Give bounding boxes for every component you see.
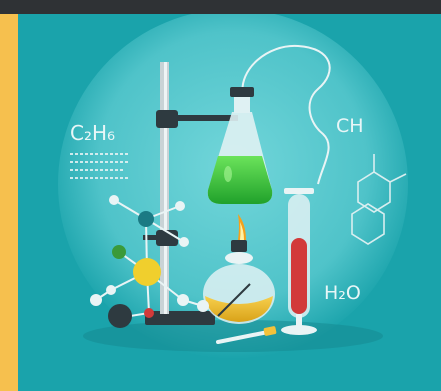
chemistry-lab-illustration: C₂H₆ CH H₂O	[18, 14, 441, 391]
formula-c2h6: C₂H₆	[70, 121, 115, 145]
conical-flask	[207, 87, 273, 204]
formula-ch: CH	[336, 115, 364, 137]
tubing	[241, 44, 331, 185]
round-flask	[203, 264, 275, 324]
molecule-atoms	[90, 195, 209, 328]
dropper	[216, 326, 277, 344]
top-dark-bar	[0, 0, 441, 14]
formula-h2o: H₂O	[324, 282, 361, 304]
test-tube	[281, 188, 317, 335]
alcohol-burner	[225, 214, 253, 264]
left-yellow-strip	[0, 14, 18, 391]
ring-stand	[143, 62, 238, 325]
note-lines	[70, 153, 130, 179]
benzene-structure-sketch	[351, 154, 407, 245]
